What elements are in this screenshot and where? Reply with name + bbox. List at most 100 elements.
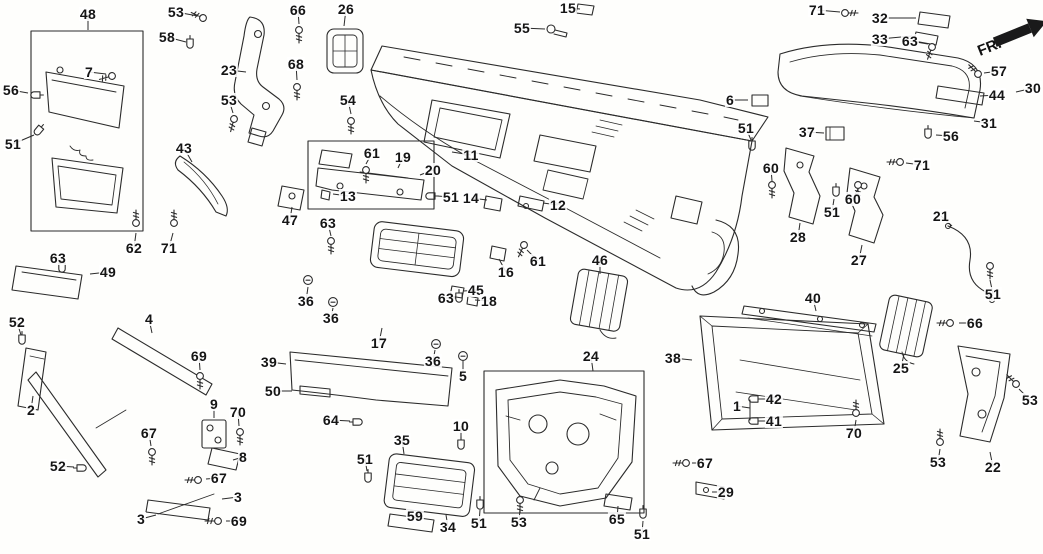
- part-callout-2: 2: [25, 402, 37, 418]
- part-callout-47: 47: [280, 212, 300, 228]
- part-callout-51: 51: [822, 204, 842, 220]
- part-callout-18: 18: [479, 293, 499, 309]
- part-38-glovebox-frame: [699, 315, 885, 431]
- part-callout-3: 3: [232, 489, 244, 505]
- part-callout-60: 60: [761, 160, 781, 176]
- part-callout-22: 22: [983, 459, 1003, 475]
- part-callout-71: 71: [807, 2, 827, 18]
- part-callout-51: 51: [441, 189, 461, 205]
- part-callout-53: 53: [219, 92, 239, 108]
- part-50-strip: [299, 385, 331, 398]
- part-callout-46: 46: [590, 252, 610, 268]
- part-callout-70: 70: [844, 425, 864, 441]
- part-callout-21: 21: [931, 208, 951, 224]
- part-callout-66: 66: [288, 2, 308, 18]
- part-35-vent-bezel: [383, 453, 476, 517]
- part-callout-35: 35: [392, 432, 412, 448]
- part-callout-69: 69: [229, 513, 249, 529]
- part-callout-12: 12: [548, 197, 568, 213]
- part-40-rail: [741, 305, 877, 337]
- part-callout-57: 57: [989, 63, 1009, 79]
- part-callout-19: 19: [393, 149, 413, 165]
- part-callout-6: 6: [724, 92, 736, 108]
- part-callout-51: 51: [983, 286, 1003, 302]
- part-3-brace-b: [157, 493, 215, 515]
- part-callout-59: 59: [405, 508, 425, 524]
- part-callout-67: 67: [695, 455, 715, 471]
- part-callout-34: 34: [438, 519, 458, 535]
- part-callout-61: 61: [528, 253, 548, 269]
- part-callout-52: 52: [7, 314, 27, 330]
- part-callout-38: 38: [663, 350, 683, 366]
- part-callout-14: 14: [461, 190, 481, 206]
- part-callout-13: 13: [338, 188, 358, 204]
- part-callout-55: 55: [512, 20, 532, 36]
- part-callout-71: 71: [912, 157, 932, 173]
- part-callout-51: 51: [736, 120, 756, 136]
- part-callout-23: 23: [219, 62, 239, 78]
- part-callout-15: 15: [558, 0, 578, 16]
- part-callout-33: 33: [870, 31, 890, 47]
- part-callout-71: 71: [159, 240, 179, 256]
- part-callout-58: 58: [157, 29, 177, 45]
- part-callout-20: 20: [423, 162, 443, 178]
- part-callout-4: 4: [143, 311, 155, 327]
- part-callout-51: 51: [469, 515, 489, 531]
- part-22-bracket: [957, 345, 1011, 443]
- part-callout-45: 45: [466, 282, 486, 298]
- part-callout-8: 8: [237, 449, 249, 465]
- part-callout-70: 70: [228, 404, 248, 420]
- part-callout-5: 5: [457, 368, 469, 384]
- part-44-bracket: [935, 85, 985, 106]
- part-6: [751, 94, 769, 107]
- part-65-plate: [603, 493, 633, 511]
- part-callout-53: 53: [166, 4, 186, 20]
- part-callout-30: 30: [1023, 80, 1043, 96]
- part-callout-48: 48: [78, 6, 98, 22]
- part-26-vent: [326, 28, 364, 74]
- part-callout-26: 26: [336, 1, 356, 17]
- part-14: [483, 195, 503, 212]
- part-25-vent: [879, 294, 933, 365]
- part-callout-51: 51: [355, 451, 375, 467]
- part-callout-53: 53: [1020, 392, 1040, 408]
- part-43-trim: [174, 155, 228, 217]
- part-callout-25: 25: [891, 360, 911, 376]
- part-callout-62: 62: [124, 240, 144, 256]
- part-callout-29: 29: [716, 484, 736, 500]
- part-callout-40: 40: [803, 290, 823, 306]
- part-47-bracket: [277, 185, 305, 211]
- part-callout-16: 16: [496, 264, 516, 280]
- part-callout-39: 39: [259, 354, 279, 370]
- part-callout-1: 1: [731, 398, 743, 414]
- part-callout-51: 51: [3, 136, 23, 152]
- part-callout-50: 50: [263, 383, 283, 399]
- part-callout-68: 68: [286, 56, 306, 72]
- part-callout-63: 63: [436, 290, 456, 306]
- part-39-lower-panel: [289, 351, 453, 407]
- part-37: [825, 126, 845, 141]
- part-callout-63: 63: [48, 250, 68, 266]
- part-callout-37: 37: [797, 124, 817, 140]
- part-callout-24: 24: [581, 348, 601, 364]
- part-callout-60: 60: [843, 191, 863, 207]
- part-callout-53: 53: [928, 454, 948, 470]
- part-callout-44: 44: [987, 87, 1007, 103]
- part-callout-36: 36: [321, 310, 341, 326]
- part-callout-63: 63: [318, 215, 338, 231]
- part-18: [466, 295, 479, 307]
- part-callout-65: 65: [607, 511, 627, 527]
- part-callout-67: 67: [139, 425, 159, 441]
- part-29-bracket: [695, 481, 725, 500]
- part-callout-3: 3: [135, 511, 147, 527]
- part-48-left-cover-box: [30, 30, 144, 232]
- part-callout-7: 7: [83, 64, 95, 80]
- part-callout-64: 64: [321, 412, 341, 428]
- part-12: [517, 195, 545, 212]
- part-callout-28: 28: [788, 229, 808, 245]
- part-callout-36: 36: [423, 353, 443, 369]
- part-callout-42: 42: [764, 391, 784, 407]
- part-callout-61: 61: [362, 145, 382, 161]
- part-callout-56: 56: [941, 128, 961, 144]
